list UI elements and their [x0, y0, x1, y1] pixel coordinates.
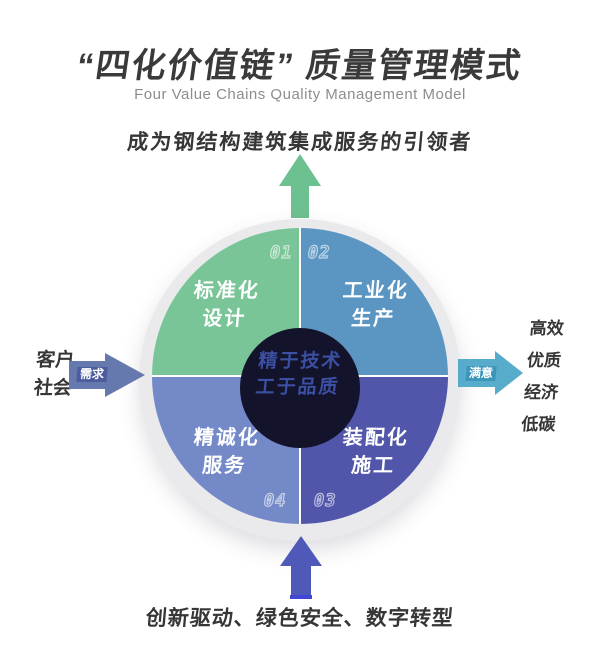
vision-tagline: 成为钢结构建筑集成服务的引领者 — [126, 131, 474, 154]
benefit-item: 低碳 — [520, 415, 557, 434]
demand-arrow-right-icon — [105, 353, 145, 397]
bottom-arrow-base-bar — [290, 595, 312, 599]
top-arrow-up-icon — [279, 154, 321, 186]
top-arrow-up-tail — [291, 184, 309, 218]
benefit-item: 经济 — [523, 383, 559, 402]
center-motto-line2: 工于品质 — [254, 377, 341, 398]
benefit-list: 高效 优质 经济 低碳 — [512, 313, 572, 441]
satisfaction-badge: 满意 — [465, 366, 497, 381]
center-circle: 精于技术 工于品质 — [240, 328, 360, 448]
demand-badge: 需求 — [76, 367, 108, 382]
center-motto: 精于技术 工于品质 — [236, 328, 364, 401]
center-motto-line1: 精于技术 — [257, 351, 344, 372]
bottom-arrow-up-icon — [280, 536, 322, 566]
benefit-item: 优质 — [526, 351, 562, 370]
benefit-item: 高效 — [528, 319, 565, 338]
page-subtitle: Four Value Chains Quality Management Mod… — [134, 86, 466, 103]
page-title: “四化价值链” 质量管理模式 — [74, 47, 525, 85]
satisfaction-arrow-right-icon — [495, 351, 523, 395]
drivers-caption: 创新驱动、绿色安全、数字转型 — [144, 607, 455, 630]
bottom-arrow-up-tail — [291, 564, 311, 595]
